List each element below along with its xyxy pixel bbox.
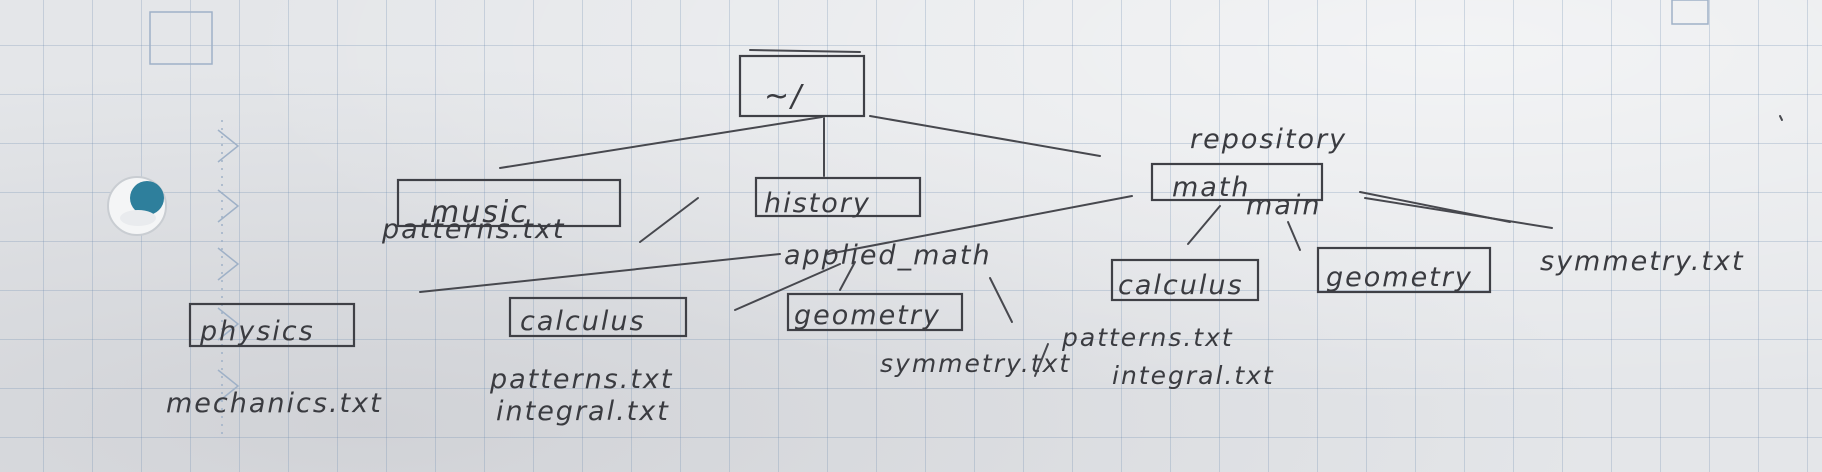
margin-arrow-mark [217,189,240,223]
main-integral-file: integral.txt [1112,361,1275,390]
edge-applied-math-physics [419,253,781,293]
margin-arrow-mark [217,129,240,163]
page-corner-mark [149,11,213,65]
mechanics-file: mechanics.txt [166,388,383,419]
main-geometry-box [1316,246,1492,294]
applied-geometry-label: geometry [794,300,941,331]
physics-box [188,302,356,348]
edge-main-calculus [1187,205,1221,245]
main-calculus-box [1110,258,1260,302]
physics-label: physics [199,316,315,347]
edge-main-geometry [1287,221,1301,251]
edge-math-applied-math [827,195,1133,255]
root-box [738,54,866,118]
margin-arrow-mark [217,247,240,281]
applied-math-label: applied_math [784,240,992,271]
main-branch-label: main [1246,190,1321,221]
stray-stroke [1034,343,1049,377]
music-box [396,178,622,228]
applied-geometry-box [786,292,964,332]
applied-patterns-file: patterns.txt [489,364,673,395]
main-patterns-file: patterns.txt [1061,323,1234,352]
edge-main-symmetry-double [1359,191,1511,223]
margin-arrow-mark [217,369,240,403]
root-box-overstroke [749,49,861,53]
edge-applied-math-calculus [734,263,841,311]
edge-root-math [869,115,1101,157]
main-calculus-label: calculus [1118,270,1244,301]
history-label: history [764,188,871,219]
applied-integral-file: integral.txt [496,396,670,427]
edge-applied-math-geometry [839,261,856,291]
margin-arrow-mark [217,307,240,341]
math-box [1150,162,1324,202]
applied-calculus-box [508,296,688,338]
edge-applied-math-symmetry [989,277,1013,323]
tree-node-labels: ~/ repository music history math main pa… [166,79,1745,427]
music-label: music [430,195,529,230]
main-symmetry-file: symmetry.txt [1540,246,1745,277]
notebook-print-marks [149,0,1709,440]
applied-symmetry-file: symmetry.txt [880,349,1071,378]
repository-label: repository [1190,124,1347,155]
edge-main-symmetry [1364,197,1553,229]
tree-node-boxes [188,49,1492,348]
tree-edges [419,115,1783,377]
music-patterns-file: patterns.txt [381,214,565,245]
music-stray-stroke [639,197,699,243]
applied-calculus-label: calculus [520,306,646,337]
root-label: ~/ [764,79,804,114]
history-box [754,176,922,218]
math-label: math [1172,172,1251,203]
main-geometry-label: geometry [1326,262,1473,293]
stray-dot [1779,115,1783,121]
binder-hole [107,176,167,236]
edge-root-music [499,116,823,169]
page-corner-mark-right [1671,0,1709,25]
